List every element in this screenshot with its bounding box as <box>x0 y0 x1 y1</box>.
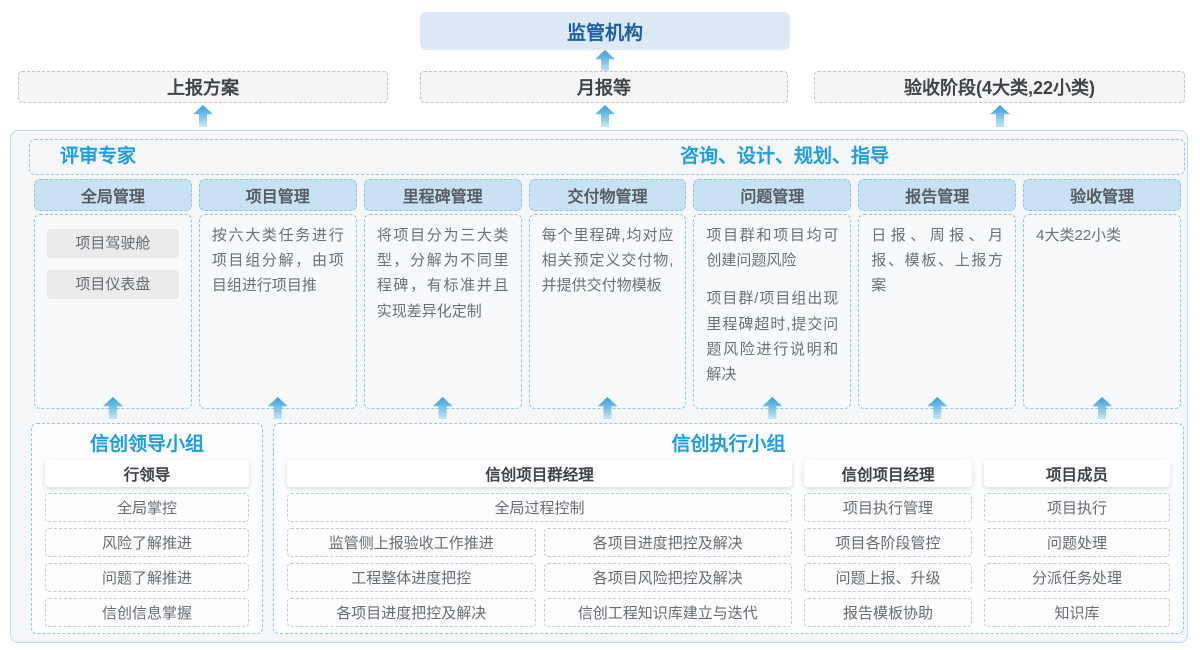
module-global-management: 全局管理 项目驾驶舱 项目仪表盘 <box>34 179 192 410</box>
module-body: 4大类22小类 <box>1023 214 1181 410</box>
platform-container: 评审专家 咨询、设计、规划、指导 全局管理 项目驾驶舱 项目仪表盘 项目管理 按… <box>10 130 1188 643</box>
duty-item: 全局过程控制 <box>287 493 792 522</box>
module-description: 项目群/项目组出现里程碑超时,提交问题风险进行说明和解决 <box>706 290 839 383</box>
leader-group-container: 信创领导小组 行领导 全局掌控 风险了解推进 问题了解推进 信创信息掌握 <box>31 423 263 634</box>
output-node-report-plan: 上报方案 <box>18 71 388 103</box>
duty-item: 工程整体进度把控 <box>287 563 536 592</box>
duty-item: 各项目进度把控及解决 <box>287 598 536 627</box>
module-title: 问题管理 <box>693 179 852 211</box>
role-project-manager: 信创项目经理 <box>804 460 972 487</box>
duty-item: 知识库 <box>984 598 1170 627</box>
module-description: 4大类22小类 <box>1036 227 1122 244</box>
module-title: 里程碑管理 <box>363 179 522 211</box>
module-columns: 全局管理 项目驾驶舱 项目仪表盘 项目管理 按六大类任务进行项目组分解，由项目组… <box>34 179 1181 410</box>
duty-item: 各项目风险把控及解决 <box>543 563 792 592</box>
module-milestone-management: 里程碑管理 将项目分为三大类型，分解为不同里程碑，有标准并且实现差异化定制 <box>363 179 522 410</box>
leader-group-title: 信创领导小组 <box>89 434 204 455</box>
duty-item: 风险了解推进 <box>45 528 249 557</box>
module-body: 项目群和项目均可创建问题风险 项目群/项目组出现里程碑超时,提交问题风险进行说明… <box>693 214 852 410</box>
output-label: 月报等 <box>577 78 631 98</box>
up-arrow-icon <box>595 105 615 127</box>
module-description: 每个里程碑,均对应相关预定义交付物,并提供交付物模板 <box>541 227 674 295</box>
role-column-program-manager: 信创项目群经理 全局过程控制 监管侧上报验收工作推进 各项目进度把控及解决 工程… <box>287 460 792 627</box>
role-bank-leadership: 行领导 <box>45 460 249 487</box>
module-title: 报告管理 <box>858 179 1017 211</box>
module-description: 项目群和项目均可创建问题风险 <box>706 227 839 270</box>
up-arrow-icon <box>1092 397 1113 419</box>
role-column-project-manager: 信创项目经理 项目执行管理 项目各阶段管控 问题上报、升级 报告模板协助 <box>804 460 972 627</box>
up-arrow-icon <box>927 397 948 419</box>
up-arrow-icon <box>193 105 213 127</box>
duty-item: 信创信息掌握 <box>45 598 249 627</box>
output-label: 上报方案 <box>167 78 239 98</box>
duty-item: 问题处理 <box>984 528 1170 557</box>
duty-item: 各项目进度把控及解决 <box>543 528 792 557</box>
up-arrow-icon <box>990 105 1010 127</box>
up-arrow-icon <box>432 397 453 419</box>
duty-item: 问题了解推进 <box>45 563 249 592</box>
module-description: 将项目分为三大类型，分解为不同里程碑，有标准并且实现差异化定制 <box>376 227 509 320</box>
module-report-management: 报告管理 日报、周报、月报、模板、上报方案 <box>858 179 1017 410</box>
duty-item: 全局掌控 <box>45 493 249 522</box>
column-arrow-row <box>34 395 1181 421</box>
program-manager-duty-grid: 监管侧上报验收工作推进 各项目进度把控及解决 工程整体进度把控 各项目风险把控及… <box>287 522 792 627</box>
duty-item: 监管侧上报验收工作推进 <box>287 528 536 557</box>
module-description: 按六大类任务进行项目组分解，由项目组进行项目推 <box>211 227 344 295</box>
role-program-manager: 信创项目群经理 <box>287 460 792 487</box>
module-body: 按六大类任务进行项目组分解，由项目组进行项目推 <box>198 214 357 410</box>
role-project-member: 项目成员 <box>984 460 1170 487</box>
duty-item: 问题上报、升级 <box>804 563 972 592</box>
output-node-monthly-report: 月报等 <box>420 71 788 103</box>
module-body: 项目驾驶舱 项目仪表盘 <box>34 214 192 410</box>
up-arrow-icon <box>102 397 123 419</box>
regulator-node: 监管机构 <box>420 12 790 50</box>
duty-item: 项目执行 <box>984 493 1170 522</box>
module-title: 交付物管理 <box>528 179 687 211</box>
module-title: 全局管理 <box>34 179 192 211</box>
module-description: 日报、周报、月报、模板、上报方案 <box>871 227 1004 295</box>
module-title: 项目管理 <box>198 179 357 211</box>
module-body: 日报、周报、月报、模板、上报方案 <box>858 214 1017 410</box>
up-arrow-icon <box>597 397 618 419</box>
up-arrow-icon <box>267 397 288 419</box>
module-deliverable-management: 交付物管理 每个里程碑,均对应相关预定义交付物,并提供交付物模板 <box>528 179 687 410</box>
execution-group-container: 信创执行小组 信创项目群经理 全局过程控制 监管侧上报验收工作推进 各项目进度把… <box>273 423 1184 634</box>
duty-item: 项目执行管理 <box>804 493 972 522</box>
execution-roles-row: 信创项目群经理 全局过程控制 监管侧上报验收工作推进 各项目进度把控及解决 工程… <box>287 460 1170 627</box>
regulator-label: 监管机构 <box>566 22 643 44</box>
experts-band: 评审专家 咨询、设计、规划、指导 <box>29 139 1185 175</box>
duty-item: 报告模板协助 <box>804 598 972 627</box>
up-arrow-icon <box>762 397 783 419</box>
duty-item: 信创工程知识库建立与迭代 <box>543 598 792 627</box>
feature-pill: 项目仪表盘 <box>47 270 179 299</box>
module-title: 验收管理 <box>1023 179 1181 211</box>
output-label: 验收阶段(4大类,22小类) <box>903 78 1096 98</box>
advisor-roles-label: 咨询、设计、规划、指导 <box>680 146 890 167</box>
module-project-management: 项目管理 按六大类任务进行项目组分解，由项目组进行项目推 <box>198 179 357 410</box>
module-acceptance-management: 验收管理 4大类22小类 <box>1023 179 1181 410</box>
role-column-project-member: 项目成员 项目执行 问题处理 分派任务处理 知识库 <box>984 460 1170 627</box>
duty-item: 分派任务处理 <box>984 563 1170 592</box>
output-node-acceptance-phase: 验收阶段(4大类,22小类) <box>814 71 1185 103</box>
up-arrow-icon <box>595 50 615 72</box>
reviewer-experts-label: 评审专家 <box>60 146 137 167</box>
duty-item: 项目各阶段管控 <box>804 528 972 557</box>
execution-group-title: 信创执行小组 <box>671 434 786 455</box>
module-body: 将项目分为三大类型，分解为不同里程碑，有标准并且实现差异化定制 <box>363 214 522 410</box>
module-body: 每个里程碑,均对应相关预定义交付物,并提供交付物模板 <box>528 214 687 410</box>
module-issue-management: 问题管理 项目群和项目均可创建问题风险 项目群/项目组出现里程碑超时,提交问题风… <box>693 179 852 410</box>
feature-pill: 项目驾驶舱 <box>47 229 179 258</box>
